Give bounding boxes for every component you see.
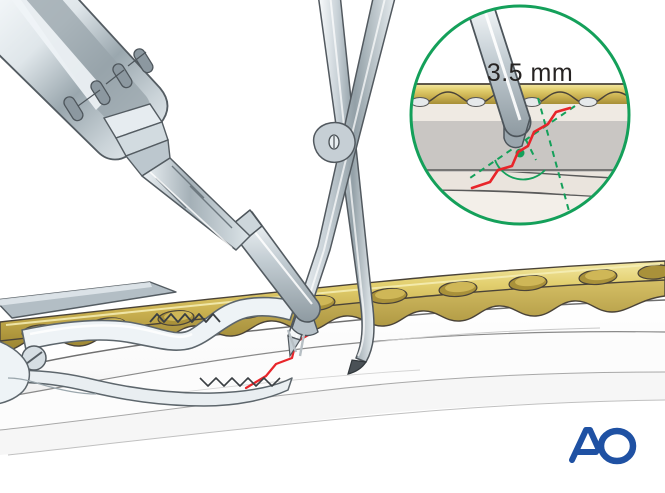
forceps-screw-slot bbox=[25, 351, 43, 365]
plate-hole-inner bbox=[515, 275, 545, 287]
bone-contour-mid bbox=[0, 371, 665, 431]
inset-drill-highlight bbox=[473, 6, 522, 121]
sleeve-shadow-legs bbox=[286, 329, 306, 357]
bone-ridge-line bbox=[359, 327, 601, 345]
angle-bisector-arc bbox=[494, 159, 546, 181]
twist-drill-bit bbox=[141, 157, 251, 251]
inset-border-circle bbox=[409, 4, 631, 226]
plate-hole-inner bbox=[375, 288, 405, 300]
forceps-handle-highlight bbox=[0, 282, 152, 306]
forceps-lower-jaw bbox=[0, 369, 293, 407]
plate-hole-inner bbox=[585, 269, 615, 281]
measurement-label: 3.5 mm bbox=[487, 59, 573, 87]
drill-lug-connector bbox=[77, 89, 101, 107]
drill-guide-sleeve bbox=[227, 209, 321, 357]
bone-shaft-lower bbox=[0, 372, 665, 455]
sleeve-tip bbox=[291, 314, 319, 337]
forceps-upper-serration bbox=[149, 313, 221, 323]
drill-grip-lugs bbox=[63, 48, 154, 122]
drill-grip-lug bbox=[90, 80, 111, 106]
ao-foundation-logo: AO bbox=[569, 427, 637, 465]
long-bone bbox=[0, 299, 665, 456]
bone-contour-lower bbox=[7, 399, 665, 456]
inset-fracture-line bbox=[470, 106, 572, 190]
drill-bit-highlight bbox=[149, 171, 233, 249]
ao-logo-o-ring bbox=[597, 427, 637, 465]
inset-plate-underhole bbox=[466, 96, 486, 108]
bone-shaft-upper bbox=[0, 300, 665, 398]
forceps-inner-line bbox=[7, 377, 97, 395]
forceps-limb-right-highlight bbox=[329, 0, 366, 357]
power-drill-handpiece bbox=[0, 0, 251, 251]
drill-bit-flutes bbox=[155, 165, 233, 229]
forceps-upper-jaw bbox=[21, 296, 297, 351]
drill-grip-lug bbox=[133, 48, 154, 74]
bone-shaft-middle bbox=[0, 331, 665, 430]
pointed-reduction-forceps bbox=[287, 0, 396, 375]
drill-lug-connector bbox=[105, 69, 125, 85]
drill-grip-lug bbox=[112, 63, 133, 89]
inset-plate-underhole bbox=[411, 96, 430, 108]
inset-drill-tip bbox=[503, 115, 532, 149]
plate-hole-inner bbox=[445, 281, 475, 293]
drill-lug-connector bbox=[127, 51, 147, 67]
forceps-lower-serration bbox=[199, 377, 281, 387]
forceps-tip-right bbox=[347, 359, 368, 375]
inset-plate-underhole bbox=[578, 96, 598, 108]
plate-holding-forceps bbox=[0, 281, 297, 407]
drill-body-highlight bbox=[11, 0, 110, 110]
ao-logo-a-stroke bbox=[569, 427, 602, 463]
forceps-upper-highlight bbox=[29, 324, 193, 339]
